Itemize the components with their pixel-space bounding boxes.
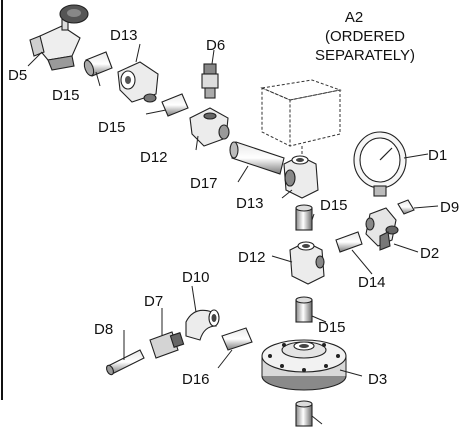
part-d12-tee-b — [289, 241, 325, 285]
part-d7-fitting — [149, 331, 185, 359]
part-d12-tee-a — [189, 107, 230, 147]
label-d16: D16 — [182, 371, 210, 388]
part-d13-tee-a — [117, 61, 159, 103]
part-d15-nipple-d — [295, 296, 313, 323]
part-d13-tee-b — [283, 155, 319, 199]
label-d9: D9 — [440, 199, 459, 216]
part-d16-nipple — [221, 327, 253, 351]
label-d15-a: D15 — [52, 87, 80, 104]
label-d1: D1 — [428, 147, 447, 164]
label-d15-c: D15 — [320, 197, 348, 214]
label-d10: D10 — [182, 269, 210, 286]
label-d15-b: D15 — [98, 119, 126, 136]
part-d2-cross — [365, 207, 399, 251]
label-d3: D3 — [368, 371, 387, 388]
part-d10-elbow — [185, 309, 220, 341]
label-d14: D14 — [358, 274, 386, 291]
label-d13-b: D13 — [236, 195, 264, 212]
label-d12-b: D12 — [238, 249, 266, 266]
part-d6-fitting — [201, 63, 219, 99]
part-d15-nipple-c — [295, 204, 313, 231]
label-a2-line3: SEPARATELY) — [315, 47, 415, 64]
label-d8: D8 — [94, 321, 113, 338]
part-d1-gauge — [353, 131, 407, 197]
part-d3-regulator — [261, 339, 347, 391]
part-d15-nipple-b — [161, 93, 189, 117]
label-d7: D7 — [144, 293, 163, 310]
label-a2-line2: (ORDERED — [325, 28, 405, 45]
label-d12-a: D12 — [140, 149, 168, 166]
part-a2-dashed-box — [260, 79, 342, 158]
part-d17-pipe — [229, 141, 285, 175]
part-bottom-pipe — [295, 400, 313, 427]
label-d6: D6 — [206, 37, 225, 54]
label-d5: D5 — [8, 67, 27, 84]
part-d9-plug — [397, 199, 415, 215]
leader-lines — [27, 43, 439, 425]
label-d17: D17 — [190, 175, 218, 192]
part-d8-tube — [106, 349, 145, 376]
label-d15-d: D15 — [318, 319, 346, 336]
part-d15-nipple-a — [83, 51, 113, 77]
label-a2-line1: A2 — [345, 9, 363, 26]
part-d14-nipple — [335, 231, 363, 253]
label-d2: D2 — [420, 245, 439, 262]
label-d13-a: D13 — [110, 27, 138, 44]
part-d5-valve — [29, 4, 89, 71]
